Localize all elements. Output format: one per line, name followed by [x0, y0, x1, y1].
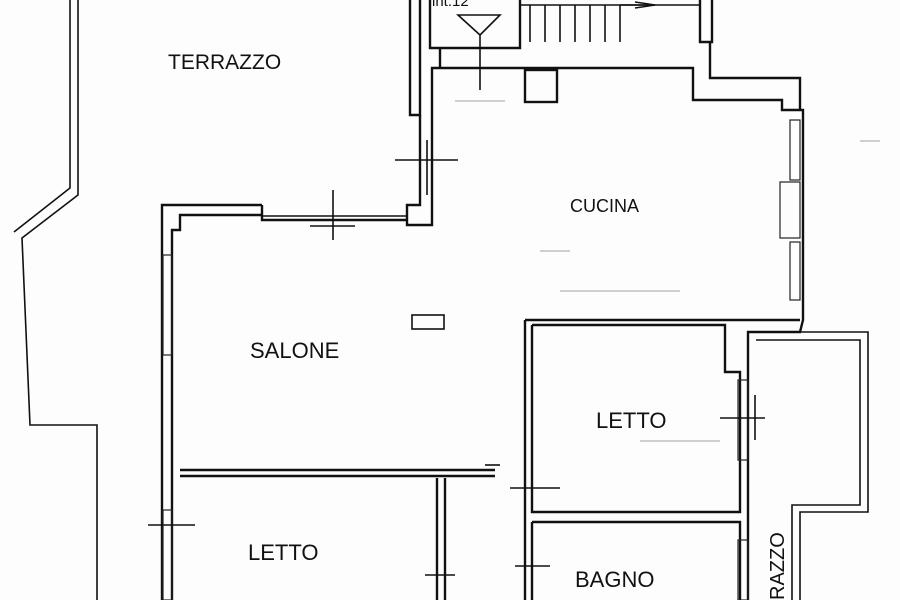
bagno-window [737, 539, 749, 600]
terrace-outline-left [21, 0, 98, 600]
letto-right-walls [523, 318, 800, 600]
outer-wall-inner [438, 42, 802, 110]
stair-label: int.12 [432, 0, 469, 10]
room-label-salone: SALONE [250, 338, 339, 363]
bagno-walls [530, 520, 742, 600]
terrace-outline-left-inner [13, 0, 71, 233]
room-label-bagno: BAGNO [575, 567, 654, 592]
room-label-letto-bottom: LETTO [248, 540, 319, 565]
kitchen-windows [779, 119, 801, 301]
stair-block: int.12 [408, 0, 714, 117]
kitchen-chimney [523, 68, 559, 104]
terrace-outline-right [748, 331, 869, 600]
dimension-markers [148, 140, 765, 576]
salone-bottom-wall [180, 468, 495, 478]
letto-window [737, 379, 749, 461]
room-label-letto-right: LETTO [596, 408, 667, 433]
letto-bottom-right-wall [435, 478, 447, 600]
stair-steps [520, 4, 700, 42]
salone-top-wall [260, 205, 407, 222]
room-label-cucina: CUCINA [570, 196, 639, 216]
salone-wall [160, 203, 262, 600]
entrance-door-icon [455, 14, 502, 90]
scan-noise [455, 100, 880, 442]
salone-windows-left [162, 254, 173, 600]
outer-wall [405, 66, 805, 600]
room-label-terrazzo: TERRAZZO [168, 51, 281, 74]
salone-radiator [411, 314, 445, 330]
room-label-terrazzo-side: RAZZO [767, 532, 789, 600]
stair-arrow-icon [634, 1, 656, 9]
